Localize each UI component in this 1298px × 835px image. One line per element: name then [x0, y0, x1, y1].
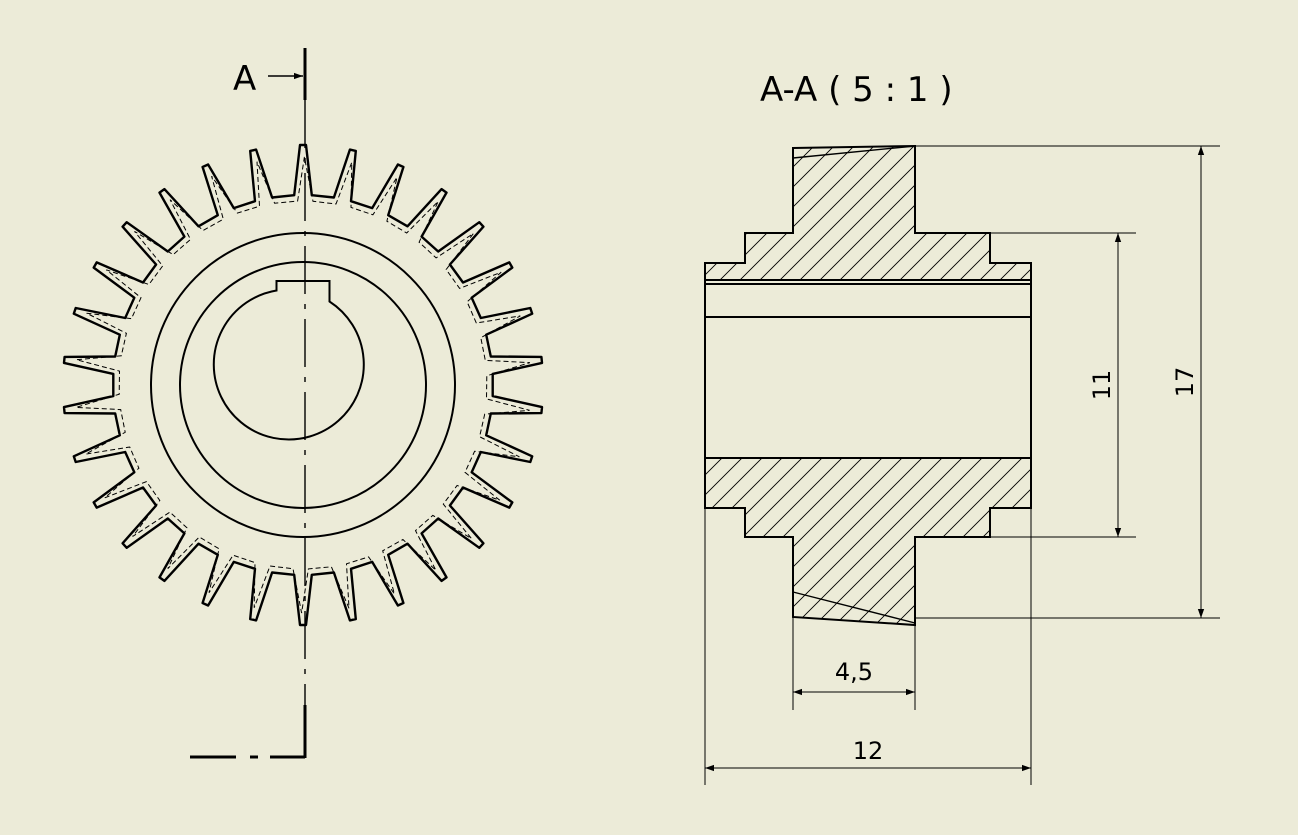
section-marker-letter: A [233, 59, 256, 99]
dim-text-11: 11 [1088, 370, 1116, 401]
extension-lines [704, 145, 1220, 785]
gear-front-view [62, 143, 544, 627]
dimension-lines [705, 146, 1205, 772]
hub-outer-circle [150, 232, 456, 538]
dim-text-4-5: 4,5 [835, 658, 873, 686]
gear-teeth-outline [62, 143, 544, 627]
dim-text-17: 17 [1171, 367, 1199, 398]
section-lower-hatch [704, 457, 1032, 627]
keyed-bore [212, 280, 365, 441]
section-cut-line [190, 48, 307, 759]
gear-teeth-hidden-edge [75, 156, 531, 614]
section-upper-hatch [704, 144, 1032, 281]
tooth-edge-bottom [792, 591, 916, 624]
hub-inner-circle [179, 261, 427, 509]
dim-text-12: 12 [853, 737, 884, 765]
section-view-title: A-A ( 5 : 1 ) [760, 70, 953, 110]
tooth-edge-top [792, 145, 916, 159]
section-view [704, 144, 1032, 627]
section-bore [704, 279, 1032, 459]
